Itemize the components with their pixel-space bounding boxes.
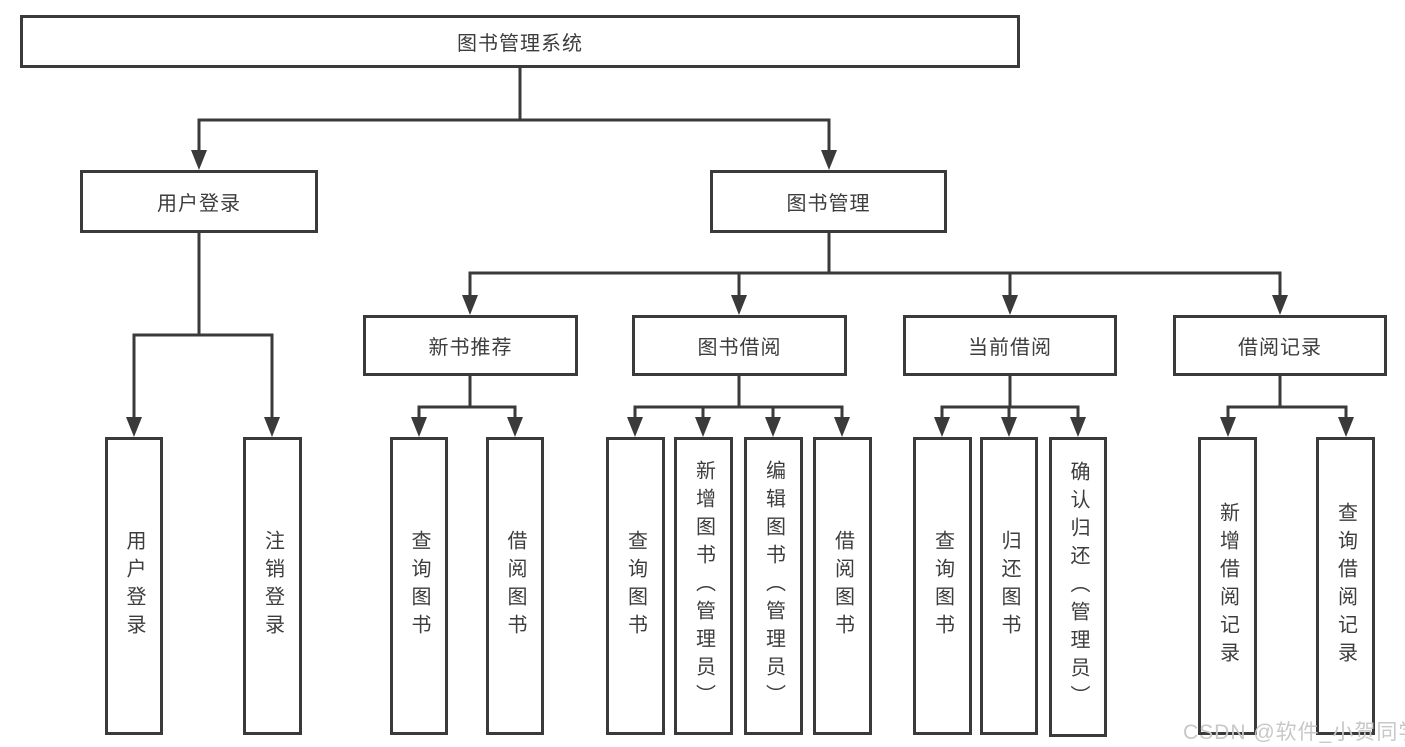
node-borrow-records: 借阅记录 <box>1173 315 1387 376</box>
leaf-add-books-admin: 新增图书（管理员） <box>674 437 733 735</box>
leaf-borrow-books-2: 借阅图书 <box>813 437 872 735</box>
node-user-login: 用户登录 <box>80 170 318 233</box>
csdn-watermark: CSDN @软件_小贺同学 <box>1183 721 1405 744</box>
leaf-query-books-2: 查询图书 <box>606 437 665 735</box>
node-book-borrow: 图书借阅 <box>632 315 847 376</box>
leaf-add-borrow-record: 新增借阅记录 <box>1198 437 1257 735</box>
node-new-book-recommend: 新书推荐 <box>363 315 578 376</box>
leaf-return-books: 归还图书 <box>980 437 1038 735</box>
node-library-system: 图书管理系统 <box>20 15 1020 68</box>
node-current-borrow: 当前借阅 <box>903 315 1117 376</box>
leaf-borrow-books-1: 借阅图书 <box>486 437 544 735</box>
leaf-confirm-return-admin: 确认归还（管理员） <box>1049 437 1107 737</box>
leaf-query-books-3: 查询图书 <box>913 437 972 735</box>
node-book-management: 图书管理 <box>710 170 947 233</box>
leaf-query-borrow-record: 查询借阅记录 <box>1316 437 1375 735</box>
leaf-logout: 注销登录 <box>243 437 302 735</box>
leaf-edit-books-admin: 编辑图书（管理员） <box>744 437 803 735</box>
leaf-query-books-1: 查询图书 <box>390 437 448 735</box>
leaf-user-login: 用户登录 <box>105 437 163 735</box>
